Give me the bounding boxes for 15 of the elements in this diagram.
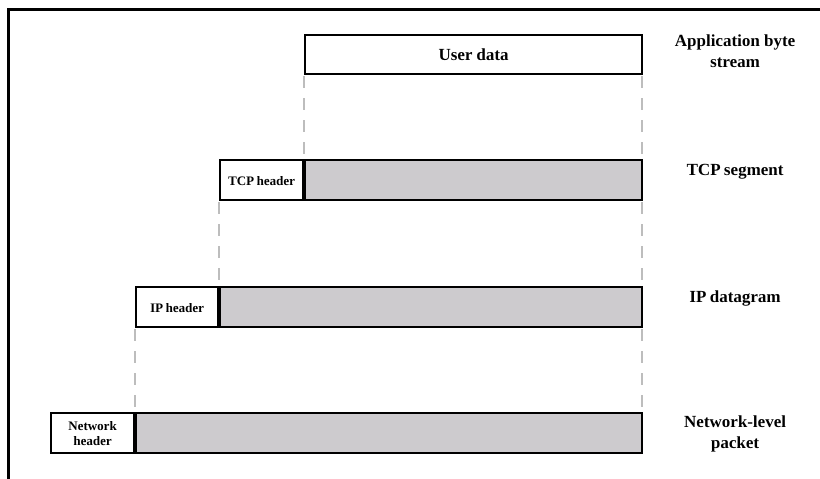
payload-bar [304, 159, 643, 201]
box-label: User data [438, 44, 509, 66]
payload-bar [135, 412, 643, 454]
layer-label: Network-level packet [683, 411, 787, 453]
header-box [135, 286, 219, 328]
payload-bar [219, 286, 643, 328]
header-box [219, 159, 304, 201]
header-box [50, 412, 135, 454]
header-box [304, 34, 643, 75]
box-label: IP header [149, 300, 205, 314]
layer-label: TCP segment [686, 159, 784, 180]
box-label: Network header [67, 418, 118, 448]
layer-label: IP datagram [688, 286, 782, 307]
box-label: TCP header [227, 172, 296, 188]
layer-label: Application byte stream [674, 30, 796, 72]
